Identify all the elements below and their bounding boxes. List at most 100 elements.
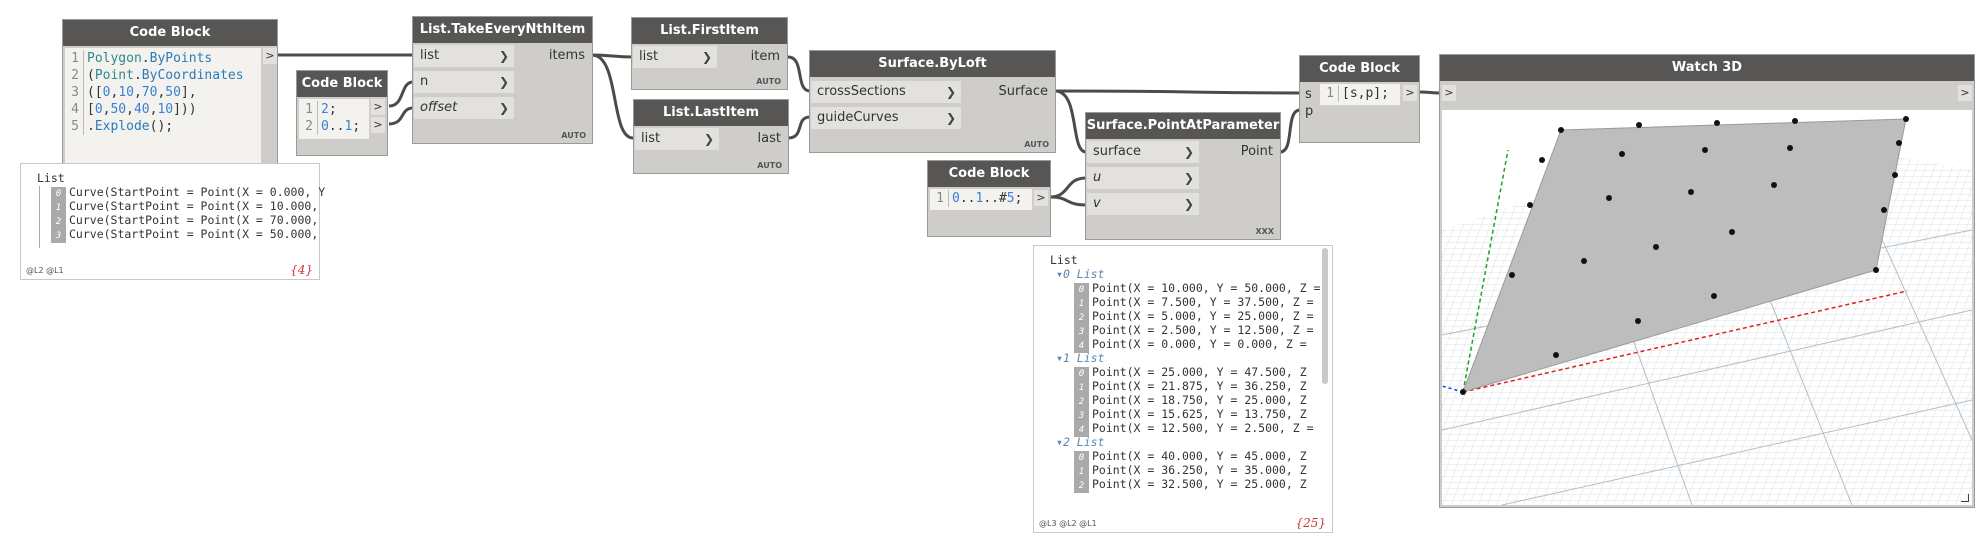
sublist-label[interactable]: ▾1 List — [1056, 351, 1104, 365]
output-port-arrow[interactable]: > — [371, 117, 385, 133]
code-token: 0 — [102, 85, 111, 100]
collapse-triangle-icon[interactable]: ▾ — [1056, 351, 1063, 365]
item-index: 3 — [51, 229, 66, 243]
code-line[interactable]: 3([0,10,70,50], — [65, 84, 261, 101]
item-index: 1 — [1074, 465, 1089, 479]
surface-point — [1873, 267, 1879, 273]
code-line[interactable]: 5.Explode(); — [65, 118, 261, 135]
code-token: 40 — [133, 102, 150, 117]
sublist-label[interactable]: ▾2 List — [1056, 435, 1104, 449]
code-token: . — [87, 119, 95, 134]
collapse-triangle-icon[interactable]: ▾ — [1056, 435, 1063, 449]
output-port-item[interactable]: item — [750, 49, 780, 64]
item-count: {25} — [1295, 516, 1326, 530]
code-token: 5 — [1006, 191, 1015, 206]
code-token: ByCoordinates — [141, 68, 244, 83]
output-port-arrow[interactable]: > — [371, 99, 385, 115]
collapse-triangle-icon[interactable]: ▾ — [1056, 267, 1063, 281]
port-arrow-icon: ❯ — [498, 101, 509, 115]
output-port-items[interactable]: items — [548, 48, 585, 63]
wire-loft-to-pap[interactable] — [1054, 89, 1087, 154]
code-line[interactable]: 1[s,p]; — [1320, 85, 1400, 102]
surface-point — [1553, 352, 1559, 358]
input-port-list[interactable]: list❯ — [635, 128, 719, 150]
code-token: ; — [352, 119, 361, 134]
code-token: 10 — [118, 85, 134, 100]
output-port-surface[interactable]: Surface — [998, 84, 1048, 99]
item-text: Curve(StartPoint = Point(X = 70.000, — [69, 213, 319, 227]
wire-cb4-to-watch[interactable] — [1418, 90, 1441, 95]
wire-cb3-to-pap-u[interactable] — [1049, 176, 1087, 199]
preview-scrollbar[interactable] — [1322, 248, 1328, 384]
input-port-surface[interactable]: surface❯ — [1087, 141, 1199, 163]
code-block-node-combine[interactable]: Code Block s p 1[s,p]; > — [1299, 55, 1420, 143]
input-port-guide-curves[interactable]: guideCurves❯ — [811, 107, 961, 129]
list-last-item-node[interactable]: List.LastItem list❯ last AUTO — [633, 99, 789, 174]
input-port-p[interactable]: p — [1305, 104, 1314, 119]
output-port-point[interactable]: Point — [1240, 144, 1273, 159]
watch-3d-node[interactable]: Watch 3D > > — [1439, 54, 1975, 508]
output-port-arrow[interactable]: > — [1403, 85, 1417, 101]
wire-last-to-loft[interactable] — [787, 115, 811, 140]
input-port-list[interactable]: list❯ — [633, 46, 717, 68]
sublist-text: 0 List — [1062, 267, 1105, 281]
output-port-arrow[interactable]: > — [1034, 190, 1048, 206]
item-text: Point(X = 10.000, Y = 50.000, Z = — [1092, 281, 1321, 295]
surface-by-loft-node[interactable]: Surface.ByLoft crossSections❯ guideCurve… — [809, 50, 1056, 153]
input-port-cross-sections[interactable]: crossSections❯ — [811, 81, 961, 103]
item-index: 2 — [51, 215, 66, 229]
output-port-arrow[interactable]: > — [1958, 85, 1972, 101]
resize-corner-icon[interactable] — [1961, 494, 1969, 502]
line-number: 4 — [65, 101, 84, 118]
code-token: 50 — [165, 85, 181, 100]
x-axis — [1462, 290, 1908, 393]
wire-take-to-last[interactable] — [591, 53, 634, 140]
code-line[interactable]: 2(Point.ByCoordinates — [65, 67, 261, 84]
input-port-n[interactable]: n❯ — [414, 71, 514, 93]
code-token: [ — [87, 102, 95, 117]
wire-cb2-to-take-offset[interactable] — [388, 106, 414, 126]
output-port-last[interactable]: last — [757, 131, 781, 146]
tree-line — [39, 186, 40, 248]
surface-point-at-parameter-node[interactable]: Surface.PointAtParameter surface❯ u❯ v❯ … — [1085, 112, 1281, 240]
sublist-label[interactable]: ▾0 List — [1056, 267, 1104, 281]
input-port-s[interactable]: s — [1305, 87, 1312, 102]
code-token: Point — [94, 68, 134, 83]
input-port-list[interactable]: list❯ — [414, 45, 514, 67]
take-every-nth-item-node[interactable]: List.TakeEveryNthItem list❯ n❯ offset❯ i… — [412, 16, 593, 144]
list-first-item-node[interactable]: List.FirstItem list❯ item AUTO — [631, 17, 788, 90]
wire-loft-to-cb4[interactable] — [1054, 89, 1301, 95]
wire-cb2-to-take-n[interactable] — [388, 80, 414, 108]
node-title: Code Block — [297, 71, 387, 97]
wire-pap-to-cb4[interactable] — [1279, 108, 1301, 154]
item-index: 3 — [1074, 325, 1089, 339]
wire-first-to-loft[interactable] — [787, 55, 811, 93]
3d-viewport[interactable] — [1441, 110, 1973, 506]
surface-point — [1636, 122, 1642, 128]
wire-cb3-to-pap-v[interactable] — [1049, 195, 1087, 207]
output-port-arrow[interactable]: > — [263, 48, 277, 64]
input-port-offset[interactable]: offset❯ — [414, 97, 514, 119]
surface-point — [1881, 207, 1887, 213]
code-line[interactable]: 4[0,50,40,10])) — [65, 101, 261, 118]
code-editor[interactable]: 1[s,p]; — [1320, 84, 1400, 105]
input-port-u[interactable]: u❯ — [1087, 167, 1199, 189]
input-port-v[interactable]: v❯ — [1087, 193, 1199, 215]
input-port-arrow[interactable]: > — [1442, 85, 1456, 101]
surface-point — [1581, 258, 1587, 264]
line-number: 1 — [299, 101, 318, 118]
